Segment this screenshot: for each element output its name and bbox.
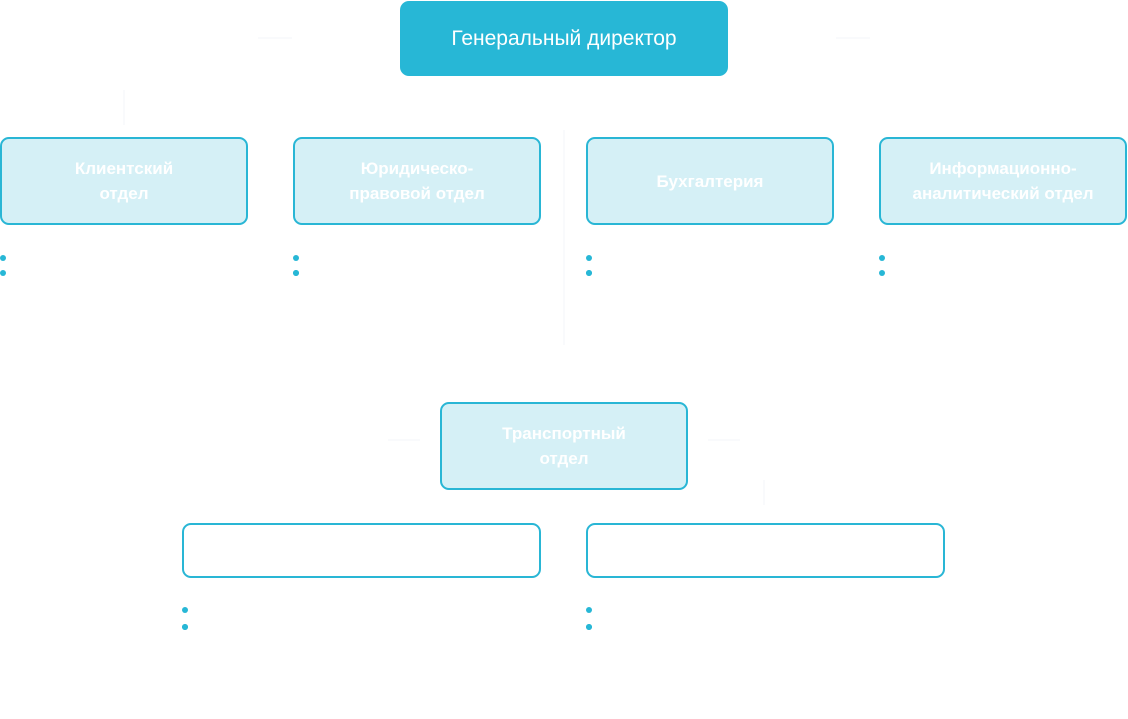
dept-list-analytics [879,248,897,276]
transport-subunit-box-2 [586,523,945,578]
dept-box-accounting: Бухгалтерия [586,137,834,225]
dept-box-transport: Транспортный отдел [440,402,688,490]
transport-subunit-list-2 [586,600,604,630]
general-director-label: Генеральный директор [451,26,677,50]
dept-label-analytics: Информационно- аналитический отдел [912,159,1094,203]
dept-box-client: Клиентский отдел [0,137,248,225]
dept-label-transport: Транспортный отдел [502,424,626,468]
dept-list-client [0,248,18,276]
dept-box-legal: Юридическо- правовой отдел [293,137,541,225]
transport-subunit-list-1 [182,600,200,630]
transport-subunit-box-1 [182,523,541,578]
dept-list-legal [293,248,311,276]
dept-list-accounting [586,248,604,276]
dept-label-client: Клиентский отдел [74,159,174,203]
dept-label-accounting: Бухгалтерия [656,171,764,191]
dept-label-legal: Юридическо- правовой отдел [349,159,485,203]
dept-box-analytics: Информационно- аналитический отдел [879,137,1127,225]
general-director-box: Генеральный директор [400,1,728,76]
